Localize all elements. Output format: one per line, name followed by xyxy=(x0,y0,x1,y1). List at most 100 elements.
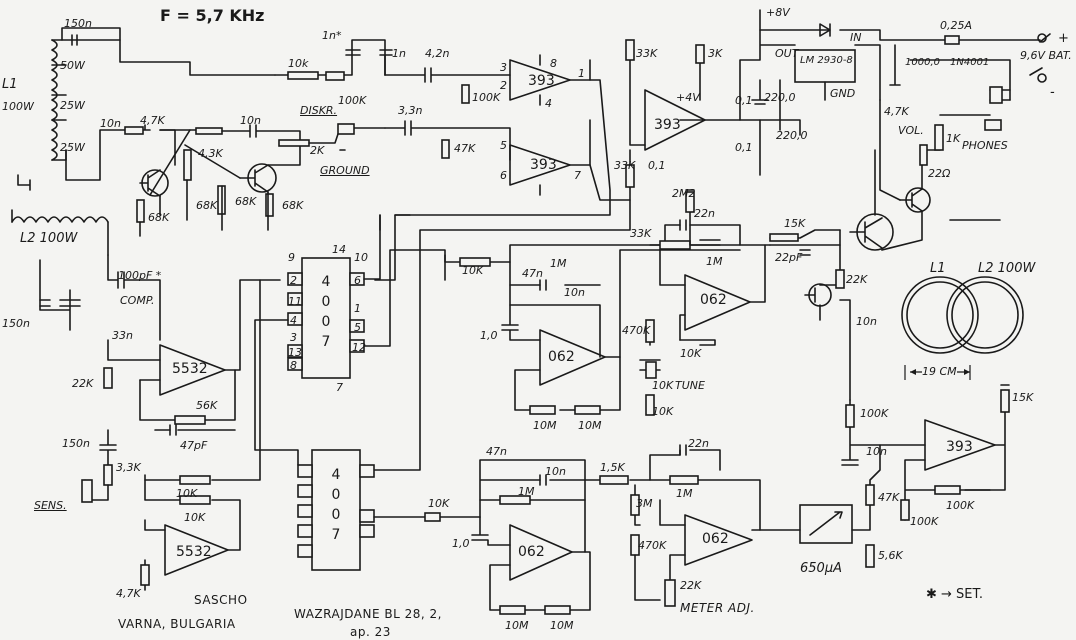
label-opamp-062-b: 062 xyxy=(700,292,727,308)
label-comp: COMP. xyxy=(120,294,155,307)
coil-l2 xyxy=(11,209,161,341)
opamp-393-c xyxy=(644,89,706,151)
meter-650ua xyxy=(799,504,853,544)
label-r15k-b: 1,5K xyxy=(600,461,625,474)
label-r56k: 56K xyxy=(196,399,218,412)
transistor-q4 xyxy=(804,283,832,307)
label-tap-25b: 25W xyxy=(60,141,85,154)
label-r22k-a: 22K xyxy=(846,273,868,286)
pin-5a: 5 xyxy=(500,139,507,152)
legend-set: ✱ → SET. xyxy=(926,587,984,602)
opamp-5532-a xyxy=(159,344,226,396)
label-reg-out: OUT xyxy=(775,47,799,60)
label-cap-01b: 0,1 xyxy=(735,141,753,154)
author-apartment: ap. 23 xyxy=(350,625,391,639)
label-r1k: 1K xyxy=(946,132,961,145)
label-r100k-d: 100K xyxy=(910,515,939,528)
label-r100k-c: 100K xyxy=(946,499,975,512)
pin-6a: 6 xyxy=(500,169,507,182)
label-c33n: 3,3n xyxy=(398,104,423,117)
label-tap-50: 50W xyxy=(60,59,85,72)
label-fuse: 0,25A xyxy=(940,19,973,32)
label-v4: +4V xyxy=(676,91,700,104)
label-c150n-top: 150n xyxy=(64,17,92,30)
label-r10k-d: 10K xyxy=(462,264,484,277)
label-r10k-b: 10K xyxy=(176,487,198,500)
label-r1m-a: 1M xyxy=(706,255,723,268)
label-r68k-d: 68K xyxy=(282,199,304,212)
label-r10k-a: 10k xyxy=(288,57,309,70)
label-opamp-393-a: 393 xyxy=(528,73,555,89)
label-opamp-062-d: 062 xyxy=(702,531,729,547)
label-c22n-b: 22n xyxy=(688,437,709,450)
pin-6: 6 xyxy=(354,274,361,287)
label-c1n: 1n xyxy=(392,47,406,60)
label-r10k-g: 10K xyxy=(428,497,450,510)
label-c150n-b: 150n xyxy=(2,317,30,330)
transistor-q3 xyxy=(899,187,931,213)
label-r470k: 470K xyxy=(622,324,651,337)
label-r1m-c: 1M xyxy=(518,485,535,498)
label-cap-220b: 220,0 xyxy=(776,129,808,142)
label-c100pf: 100pF * xyxy=(118,269,162,282)
label-cap-220a: 220,0 xyxy=(764,91,796,104)
author-address: WAZRAJDANE BL 28, 2, xyxy=(294,607,442,621)
opamp-062-a xyxy=(539,329,606,386)
label-ground: GROUND xyxy=(320,164,370,177)
label-r10k-c: 10K xyxy=(184,511,206,524)
pin-4a: 4 xyxy=(545,97,552,110)
label-r10m-d: 10M xyxy=(550,619,574,632)
label-r47k-e: 47K xyxy=(878,491,900,504)
label-v8: +8V xyxy=(766,6,790,19)
label-c42n: 4,2n xyxy=(425,47,450,60)
label-regulator: LM 2930-8 xyxy=(800,55,853,66)
transistor-darlington xyxy=(849,213,894,251)
label-c10n-b: 10n xyxy=(240,114,261,127)
label-reg-in: IN xyxy=(850,31,862,44)
pin-9: 9 xyxy=(288,251,295,264)
pin-3a: 3 xyxy=(500,61,507,74)
ic-4007-b xyxy=(297,449,375,571)
label-r10k-f: 10K xyxy=(652,405,674,418)
label-c1n-star: 1n* xyxy=(322,29,342,42)
label-c22pf: 22pF xyxy=(775,251,803,264)
label-minus: - xyxy=(1050,85,1055,100)
opamp-393-b xyxy=(509,119,591,196)
label-r10m-b: 10M xyxy=(578,419,602,432)
label-opamp-062-c: 062 xyxy=(518,544,545,560)
label-r22k-b: 22K xyxy=(72,377,94,390)
label-diskr: DISKR. xyxy=(300,104,338,117)
pin-8: 8 xyxy=(290,359,297,372)
author-name: SASCHO xyxy=(194,593,248,607)
pin-5: 5 xyxy=(354,321,361,334)
label-r68k-c: 68K xyxy=(235,195,257,208)
label-r3k: 3K xyxy=(708,47,723,60)
label-r2k: 2K xyxy=(310,144,325,157)
label-r47k-d: 4,7K xyxy=(116,587,141,600)
label-ic-4007-a: 4 0 0 7 xyxy=(321,274,331,350)
label-r10k-tune: 10K xyxy=(652,379,674,392)
label-l1: L1 xyxy=(2,77,18,92)
label-sens: SENS. xyxy=(34,499,67,512)
label-c22n-a: 22n xyxy=(694,207,715,220)
opamp-062-d xyxy=(684,514,753,566)
pin-7a: 7 xyxy=(574,169,581,182)
label-ic-4007-b: 4 0 0 7 xyxy=(331,467,341,543)
label-r56k-b: 5,6K xyxy=(878,549,903,562)
pin-8a: 8 xyxy=(550,57,557,70)
pin-1: 1 xyxy=(354,302,361,315)
label-c10n-f: 10n xyxy=(866,445,887,458)
regulator-lm2930 xyxy=(794,49,856,83)
opamp-5532-b xyxy=(164,524,229,576)
label-r10k-right: 10K xyxy=(680,347,702,360)
label-c47n-b: 47n xyxy=(486,445,507,458)
label-tune: TUNE xyxy=(675,379,705,392)
ground-l1 xyxy=(17,174,31,191)
label-c10n-c: 10n xyxy=(856,315,877,328)
label-c47n-a: 47n xyxy=(522,267,543,280)
pin-3: 3 xyxy=(290,331,297,344)
label-r33k: 33K xyxy=(636,47,658,60)
label-r33k-d: 3,3K xyxy=(116,461,141,474)
label-c10n-a: 10n xyxy=(100,117,121,130)
